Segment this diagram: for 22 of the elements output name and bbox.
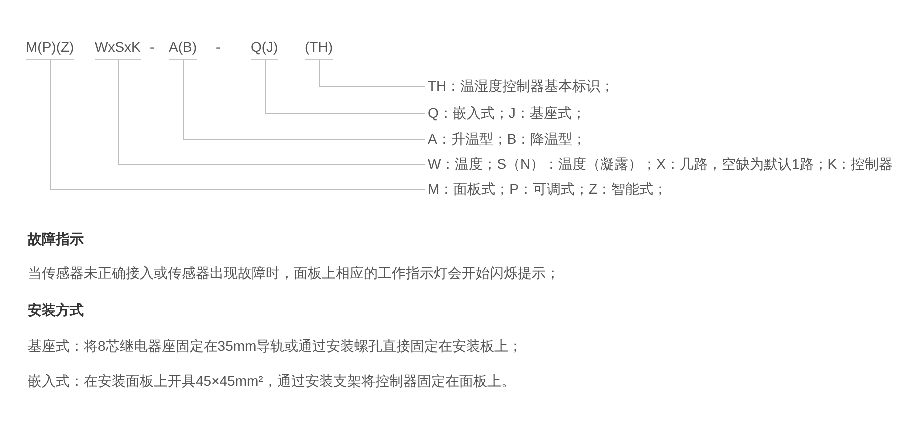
description-text: M：面板式；P：可调式；Z：智能式； <box>425 180 668 198</box>
underlined-code: A(B) <box>169 38 197 60</box>
underlined-code: WxSxK <box>95 38 141 60</box>
leader-line <box>265 60 426 114</box>
description-text: Q：嵌入式；J：基座式； <box>425 104 586 122</box>
section-heading: 安装方式 <box>28 301 84 319</box>
separator-dash: - <box>150 38 155 56</box>
description-text: TH：温湿度控制器基本标识； <box>425 77 615 95</box>
section-heading: 故障指示 <box>28 230 84 248</box>
leader-line <box>183 60 426 140</box>
leader-line <box>118 60 426 165</box>
leader-line <box>319 60 426 87</box>
leader-line <box>50 60 426 190</box>
underlined-code: (TH) <box>305 38 333 60</box>
description-text: A：升温型；B：降温型； <box>425 130 587 148</box>
paragraph-text: 嵌入式：在安装面板上开具45×45mm²，通过安装支架将控制器固定在面板上。 <box>28 372 516 390</box>
underlined-code: M(P)(Z) <box>26 38 74 60</box>
separator-dash: - <box>216 38 221 56</box>
paragraph-text: 当传感器未正确接入或传感器出现故障时，面板上相应的工作指示灯会开始闪烁提示； <box>28 264 560 282</box>
paragraph-text: 基座式：将8芯继电器座固定在35mm导轨或通过安装螺孔直接固定在安装板上； <box>28 337 523 355</box>
description-text: W：温度；S（N）：温度（凝露）；X：几路，空缺为默认1路；K：控制器 <box>425 155 894 173</box>
underlined-code: Q(J) <box>251 38 278 60</box>
